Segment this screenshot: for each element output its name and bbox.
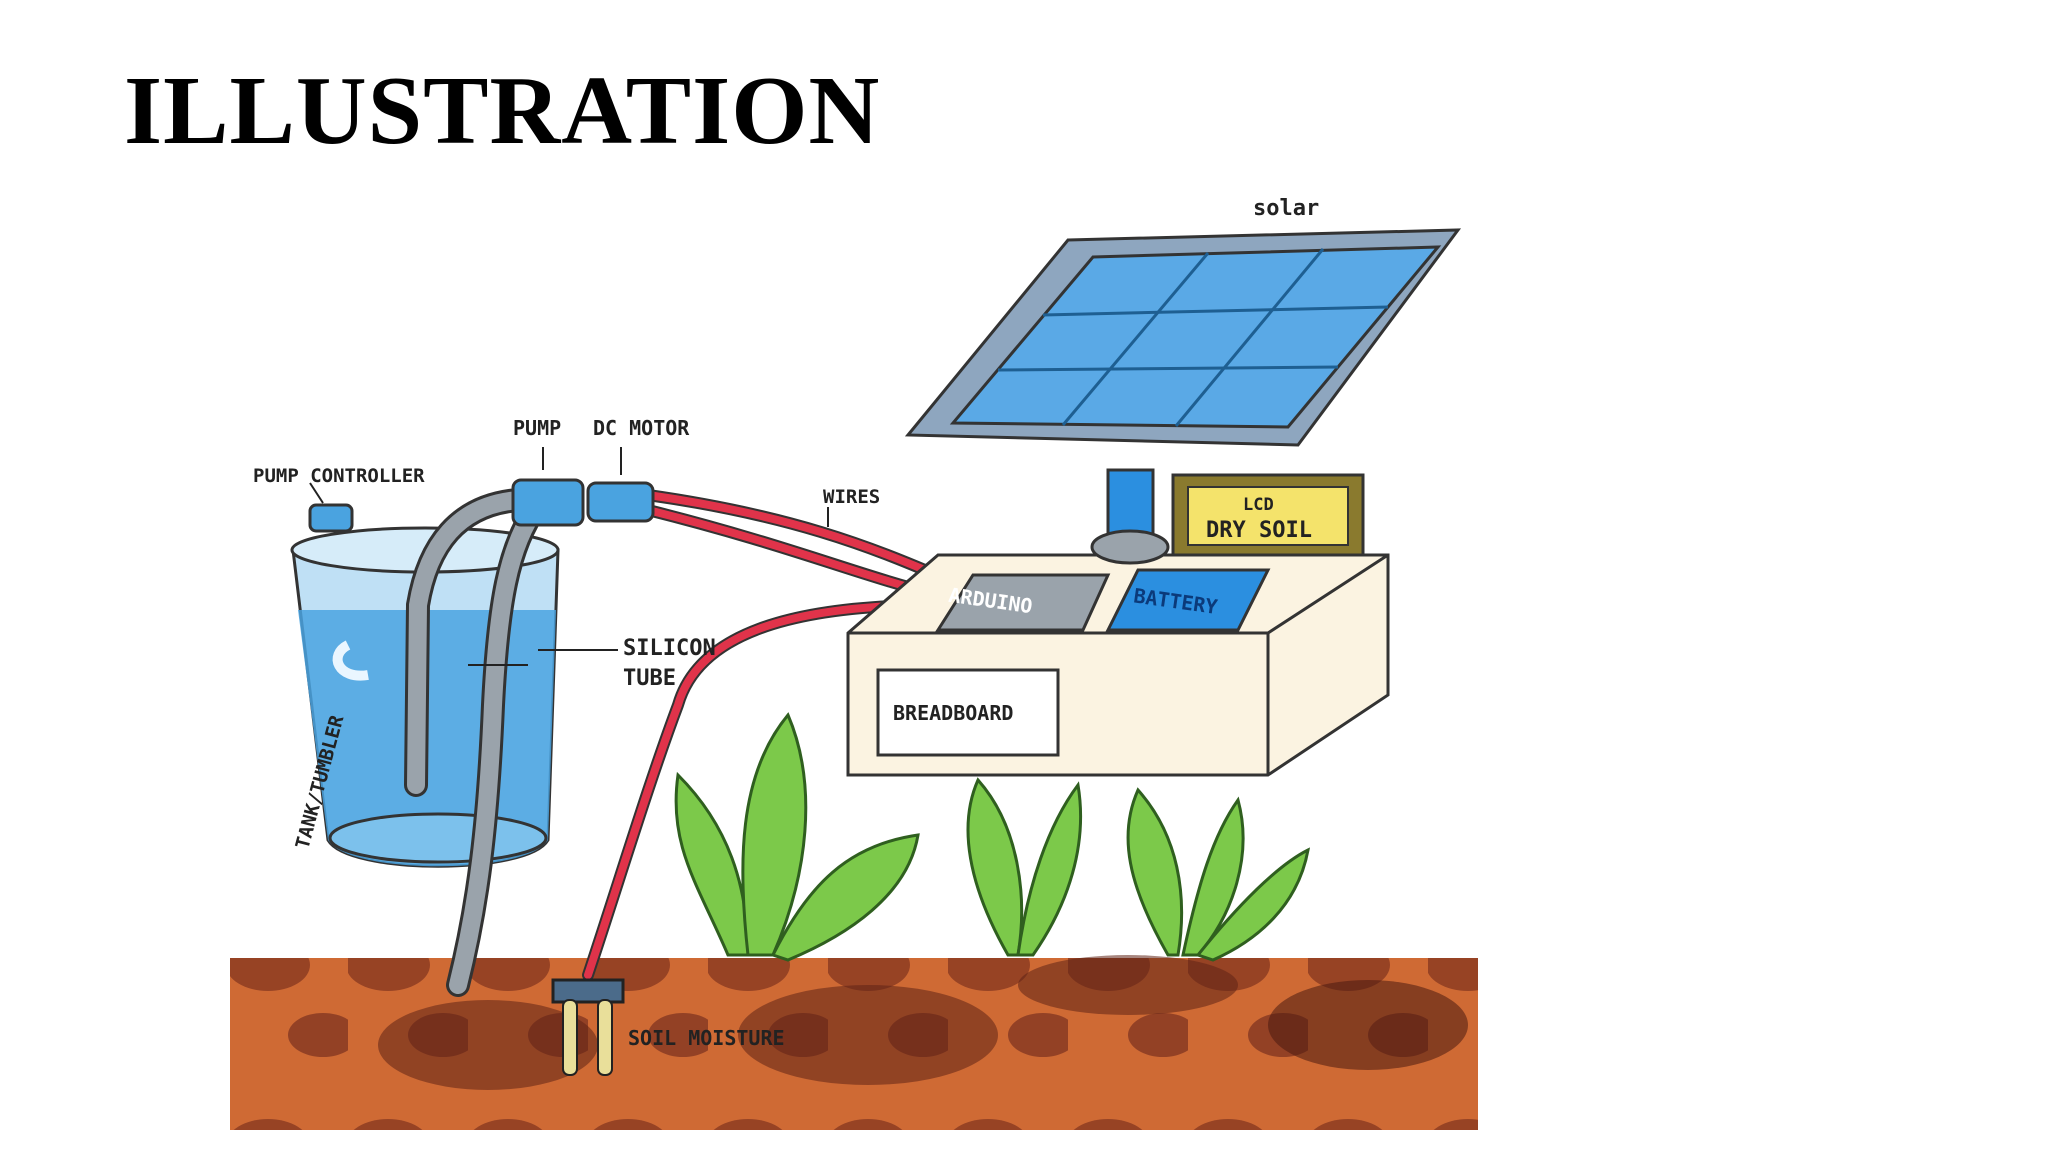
solar-label: solar <box>1253 196 1319 221</box>
dc-motor-label: DC MOTOR <box>593 416 690 440</box>
battery <box>1105 568 1271 632</box>
soil-moisture-label: SOIL MOISTURE <box>628 1026 785 1050</box>
pump <box>511 478 585 527</box>
soil-moisture-sensor <box>551 978 625 1076</box>
pump-controller-label: PUMP CONTROLLER <box>253 465 425 487</box>
wires-label: WIRES <box>823 486 880 508</box>
pump-label: PUMP <box>513 416 561 440</box>
breadboard-label: BREADBOARD <box>893 701 1013 725</box>
pump-controller <box>308 503 354 533</box>
label-pointers <box>309 447 829 666</box>
silicon-tube <box>404 488 550 997</box>
silicon-label: SILICON <box>623 636 716 661</box>
plants <box>674 712 1311 962</box>
arduino-board <box>935 573 1111 632</box>
lcd-label: LCD <box>1243 495 1274 515</box>
breadboard <box>876 668 1060 757</box>
dry-soil-label: DRY SOIL <box>1206 518 1312 543</box>
tube-label: TUBE <box>623 666 676 691</box>
soil <box>230 955 1478 1130</box>
slide-title: ILLUSTRATION <box>124 57 881 165</box>
irrigation-diagram: solar PUMP DC MOTOR PUMP CONTROLLER WIRE… <box>230 196 1478 1130</box>
dc-motor <box>586 481 655 523</box>
solar-panel <box>904 228 1462 565</box>
lcd-display <box>1171 473 1365 557</box>
